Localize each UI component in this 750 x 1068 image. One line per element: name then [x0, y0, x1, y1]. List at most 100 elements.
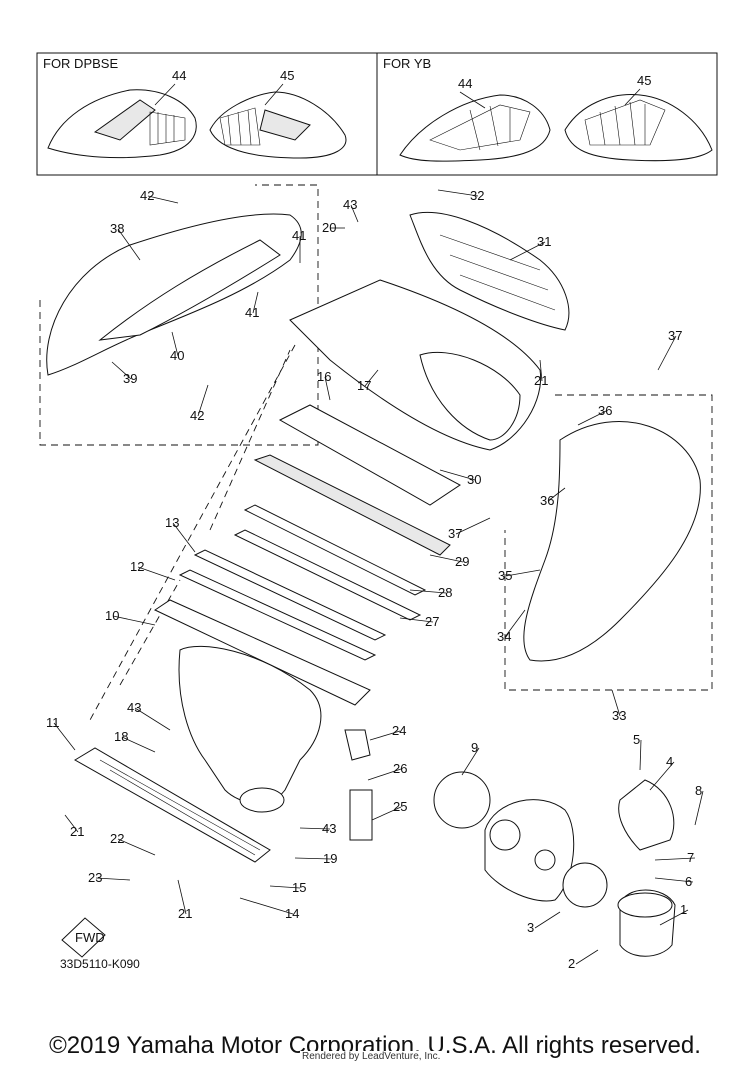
- leader-21: [177, 879, 187, 915]
- leader-2: [575, 949, 599, 965]
- svg-text:FWD: FWD: [75, 930, 105, 945]
- callout-17: 17: [357, 378, 371, 393]
- part-28-plate: [243, 504, 427, 596]
- callout-16: 16: [317, 369, 331, 384]
- leader-21: [64, 814, 79, 833]
- leader-22: [117, 838, 156, 856]
- callout-20: 20: [322, 220, 336, 235]
- decal-45-dpbse: [209, 91, 347, 159]
- callout-21: 21: [534, 373, 548, 388]
- part-11-base-plate: [74, 747, 271, 863]
- callout-18: 18: [114, 729, 128, 744]
- leader-10: [112, 615, 156, 626]
- leader-42: [197, 384, 209, 417]
- callout-38: 38: [110, 221, 124, 236]
- leader-18: [121, 736, 156, 753]
- callout-22: 22: [110, 831, 124, 846]
- leader-29: [429, 554, 464, 563]
- leader-32: [437, 189, 479, 197]
- cover-38-dashed-group: [39, 184, 319, 446]
- fwd-arrow-badge: FWD: [61, 917, 106, 958]
- variant-box-title-dpbse: FOR DPBSE: [43, 56, 118, 71]
- part-1-joint: [617, 889, 676, 957]
- callout-41: 41: [245, 305, 259, 320]
- part-30-filter-frame: [278, 404, 461, 506]
- callout-23: 23: [88, 870, 102, 885]
- leader-1: [659, 909, 689, 926]
- callout-31: 31: [537, 234, 551, 249]
- variant-box-title-yb: FOR YB: [383, 56, 431, 71]
- leader-43: [299, 827, 331, 830]
- leader-6: [654, 877, 694, 883]
- callout-1: 1: [680, 902, 687, 917]
- decal-44-yb: [399, 94, 551, 162]
- leader-30: [439, 469, 476, 481]
- callout-37: 37: [448, 526, 462, 541]
- leader-36: [577, 410, 607, 426]
- callout-4: 4: [666, 754, 673, 769]
- callout-7: 7: [687, 850, 694, 865]
- part-3-clamp: [562, 862, 608, 908]
- callout-28: 28: [438, 585, 452, 600]
- callout-24: 24: [392, 723, 406, 738]
- leader-33: [611, 689, 621, 717]
- part-24-elbow: [344, 729, 371, 761]
- decal-45-yb: [564, 94, 713, 162]
- callout-42: 42: [190, 408, 204, 423]
- callout-35: 35: [498, 568, 512, 583]
- part-9-clamp: [433, 771, 491, 829]
- leader-4: [649, 761, 675, 791]
- leader-17: [364, 369, 379, 387]
- part-12-gasket: [178, 569, 377, 661]
- part-13-gasket: [193, 549, 387, 641]
- leader-25: [371, 806, 402, 821]
- callout-15: 15: [292, 880, 306, 895]
- leader-12: [137, 566, 176, 581]
- part-4-cover: [618, 779, 675, 851]
- part-38-cover: [46, 213, 302, 376]
- diagram-code: 33D5110-K090: [60, 957, 140, 971]
- leader-8: [694, 790, 704, 826]
- callout-43: 43: [127, 700, 141, 715]
- callout-9: 9: [471, 740, 478, 755]
- leader-43: [134, 707, 171, 731]
- part-25-sleeve: [349, 789, 373, 841]
- callout-2: 2: [568, 956, 575, 971]
- leader-41: [252, 291, 259, 314]
- callout-41: 41: [292, 228, 306, 243]
- callout-8: 8: [695, 783, 702, 798]
- leader-3: [534, 911, 561, 929]
- part-17-housing: [289, 279, 542, 451]
- leader-37: [455, 517, 491, 535]
- leader-13: [172, 522, 196, 553]
- callout-45-yb: 45: [637, 73, 651, 88]
- leader-23: [95, 877, 131, 881]
- leader-36: [547, 487, 566, 502]
- callout-33: 33: [612, 708, 626, 723]
- leader-24: [369, 730, 401, 741]
- leader-9: [461, 747, 480, 776]
- callout-36: 36: [540, 493, 554, 508]
- leader-27: [399, 617, 434, 623]
- leader-26: [367, 768, 402, 781]
- decal-44-dpbse: [47, 89, 197, 159]
- callout-5: 5: [633, 732, 640, 747]
- callout-45-dpbse: 45: [280, 68, 294, 83]
- leader-19: [294, 857, 332, 860]
- callout-26: 26: [393, 761, 407, 776]
- leader-21: [539, 359, 543, 382]
- callout-44-yb: 44: [458, 76, 472, 91]
- callout-21: 21: [178, 906, 192, 921]
- leader-42: [147, 195, 179, 204]
- leaders: [53, 189, 704, 965]
- rendered-by-credit: Rendered by LeadVenture, Inc.: [300, 1051, 443, 1062]
- leader-11: [53, 722, 76, 751]
- throttle-body: [484, 799, 575, 902]
- leader-5: [639, 739, 642, 771]
- callout-40: 40: [170, 348, 184, 363]
- callout-25: 25: [393, 799, 407, 814]
- part-27-seal: [233, 529, 422, 621]
- callout-37: 37: [668, 328, 682, 343]
- part-10-case: [153, 599, 371, 813]
- leader-43: [350, 204, 359, 223]
